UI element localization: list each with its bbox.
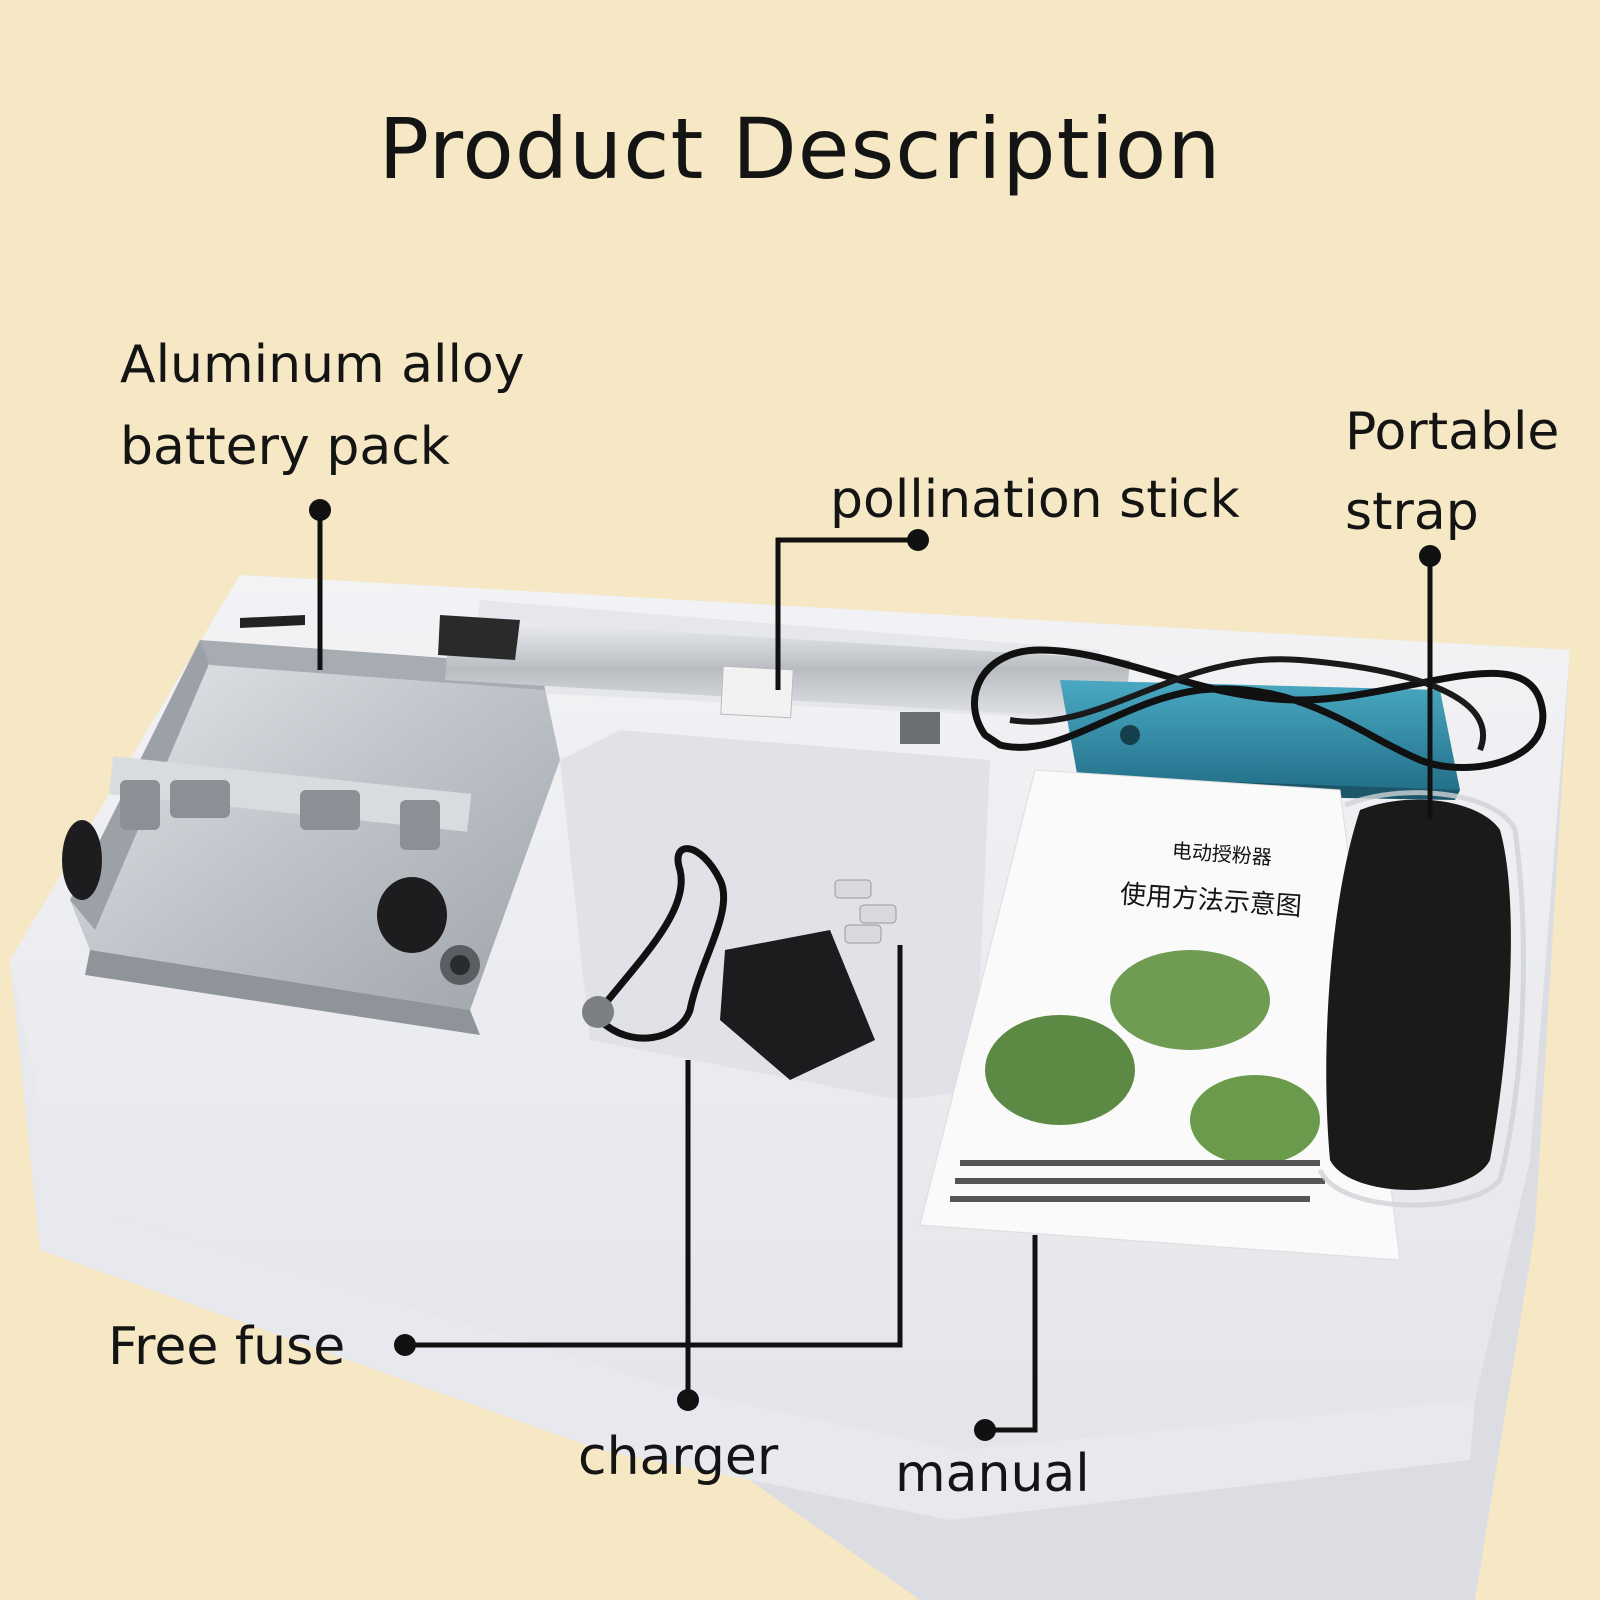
pollination-stick-tube xyxy=(438,615,1130,744)
label-battery-pack-line1: Aluminum alloy xyxy=(120,335,525,395)
label-free-fuse: Free fuse xyxy=(108,1317,346,1377)
label-battery-pack-line2: battery pack xyxy=(120,417,450,477)
portable-strap-bag xyxy=(1317,790,1526,1208)
callout-lines xyxy=(317,510,1433,1433)
label-pollination-stick: pollination stick xyxy=(830,470,1240,530)
charger-adapter xyxy=(582,845,875,1080)
page-title: Product Description xyxy=(378,100,1222,198)
label-charger: charger xyxy=(578,1427,779,1487)
spare-fuses xyxy=(834,879,897,944)
label-manual: manual xyxy=(895,1444,1090,1504)
label-portable-strap-line2: strap xyxy=(1345,482,1479,542)
label-portable-strap-line1: Portable xyxy=(1345,402,1560,462)
callout-dots xyxy=(309,499,1441,1441)
manual-booklet xyxy=(919,769,1401,1261)
